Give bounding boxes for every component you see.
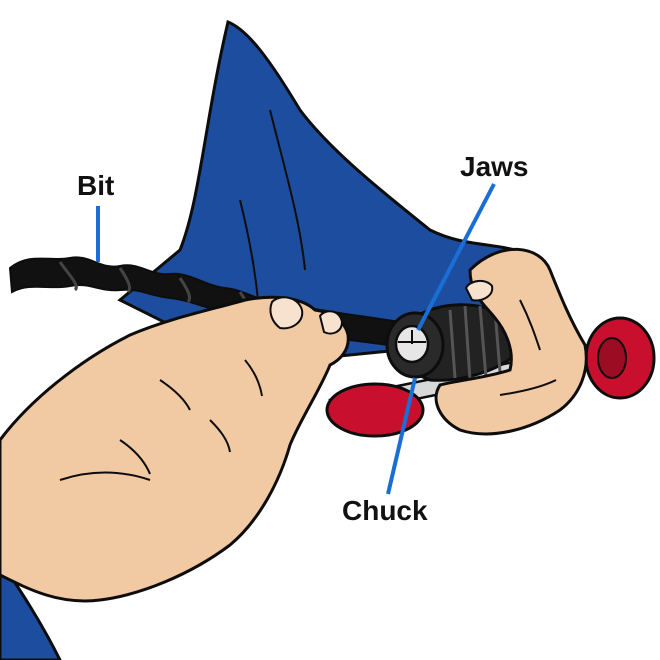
jaws-label: Jaws bbox=[460, 153, 529, 181]
end-knob-inner bbox=[598, 338, 626, 378]
left-hand bbox=[0, 297, 348, 601]
chuck-label: Chuck bbox=[342, 497, 428, 525]
right-thumbnail bbox=[466, 281, 492, 300]
left-thumbnail bbox=[270, 297, 302, 328]
left-fingernail bbox=[320, 311, 342, 333]
bit-label: Bit bbox=[77, 172, 114, 200]
